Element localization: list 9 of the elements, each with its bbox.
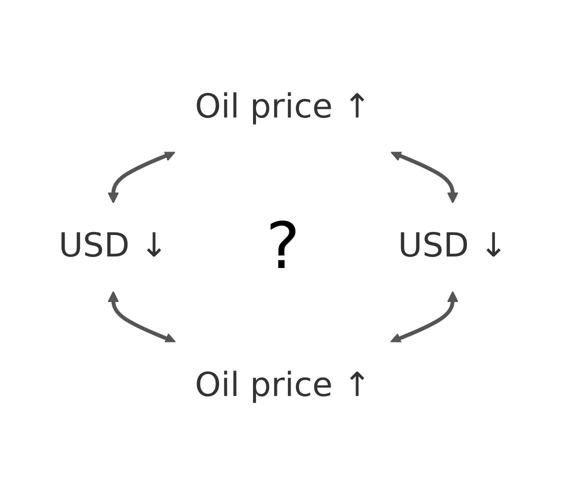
node-text: USD ↓ [58,227,168,266]
arrow [390,291,458,344]
arrow [108,291,176,344]
arrow [390,150,458,204]
node-text: Oil price ↑ [194,88,372,126]
node-text: Oil price ↑ [194,366,372,405]
question-mark: ? [266,215,300,279]
node-text: USD ↓ [398,227,508,266]
arrow [108,150,176,204]
